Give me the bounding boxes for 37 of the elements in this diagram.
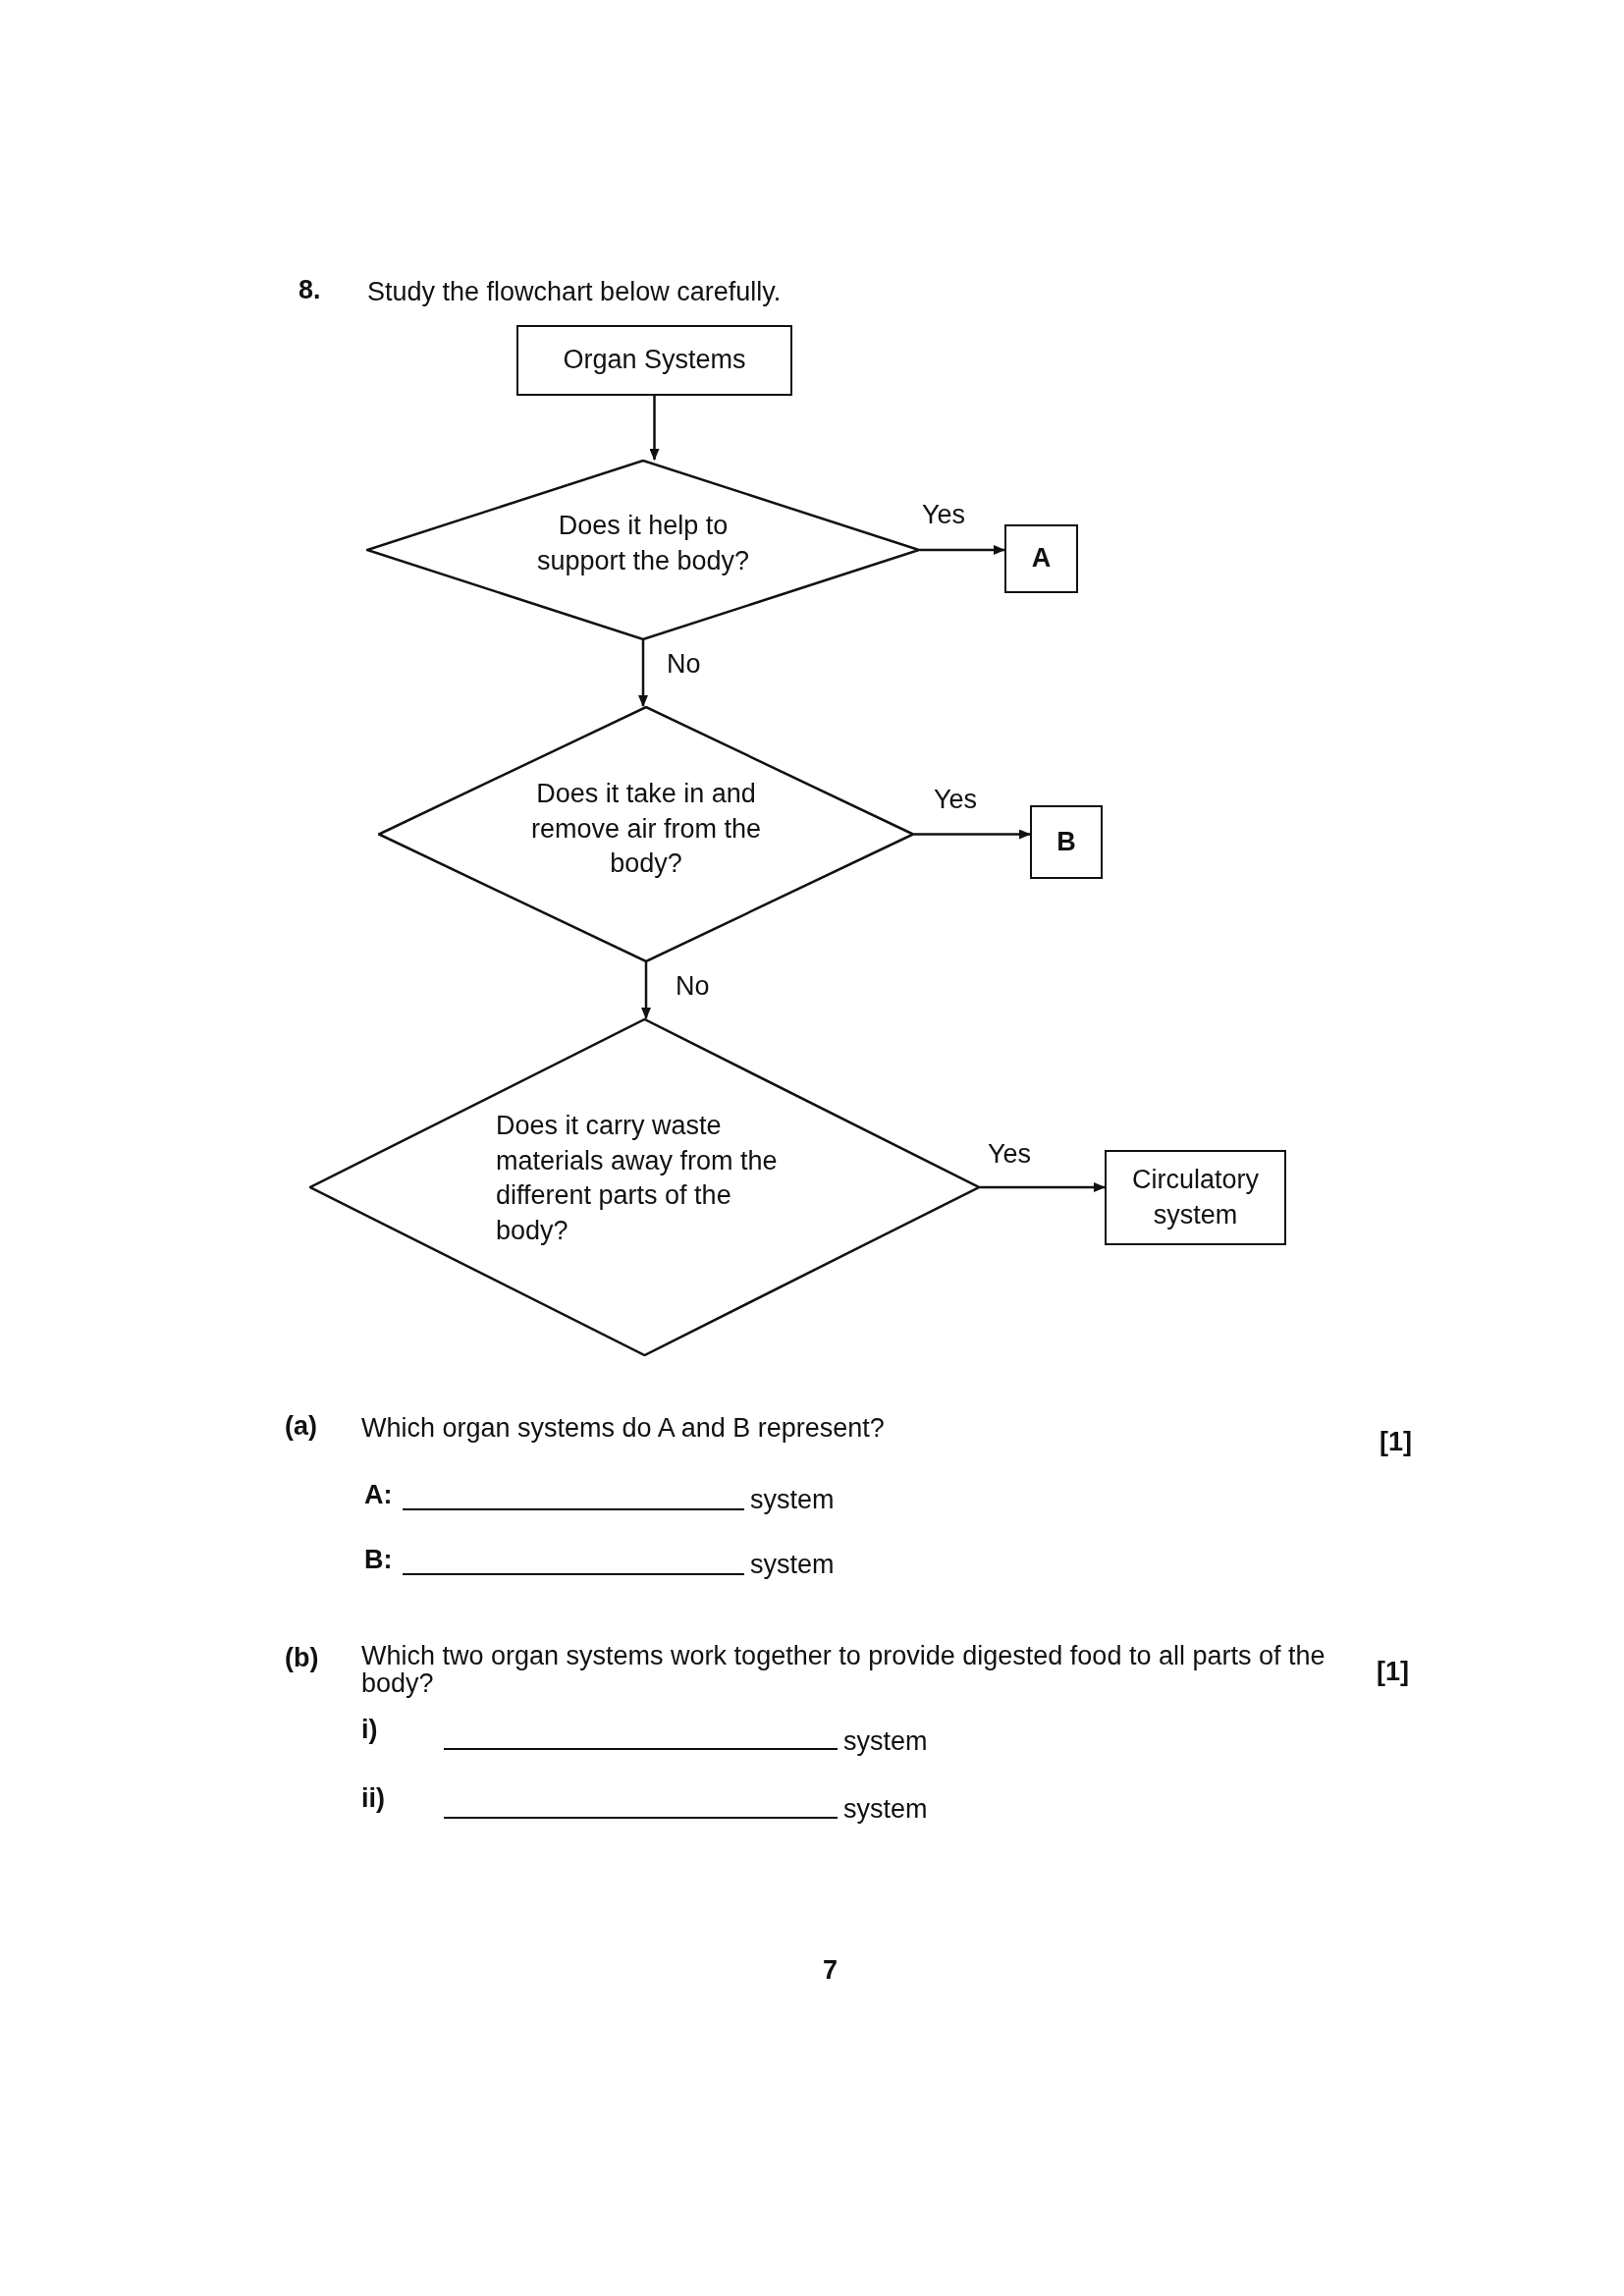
process-box <box>1030 805 1103 879</box>
sub-question-label: ii) <box>361 1782 385 1815</box>
arrow <box>920 545 1005 555</box>
answer-label: B: <box>364 1544 393 1576</box>
page-number: 7 <box>823 1954 839 1987</box>
arrow <box>914 829 1031 840</box>
arrow <box>641 962 651 1019</box>
process-box <box>516 325 792 396</box>
answer-suffix: system <box>843 1793 928 1826</box>
answer-suffix: system <box>843 1725 928 1758</box>
answer-label: A: <box>364 1479 393 1511</box>
mark-allocation: [1] <box>1380 1426 1412 1458</box>
mark-allocation: [1] <box>1377 1656 1409 1688</box>
part-label: (b) <box>285 1642 319 1674</box>
question-text: Does it carry waste materials away from the different parts of the body? <box>496 1110 779 1247</box>
question-text: Which two organ systems work together to provide digested food to all parts of the body? <box>361 1642 1326 1698</box>
arrow <box>980 1182 1106 1192</box>
decision-diamond <box>366 460 920 640</box>
decision-diamond <box>378 706 914 962</box>
sub-question-label: i) <box>361 1714 378 1746</box>
instruction-text: Study the flowchart below carefully. <box>367 276 782 308</box>
arrow <box>638 640 648 707</box>
answer-suffix: system <box>750 1549 835 1581</box>
question-text: Which organ systems do A and B represent? <box>361 1412 885 1445</box>
box-label: Circulatory system <box>1131 1164 1260 1231</box>
box-label: Organ Systems <box>563 344 746 377</box>
part-label: (a) <box>285 1410 317 1443</box>
process-box <box>1105 1150 1286 1245</box>
box-label: B <box>1056 825 1076 858</box>
decision-diamond <box>309 1018 980 1356</box>
box-label: A <box>1031 542 1052 575</box>
answer-suffix: system <box>750 1484 835 1516</box>
question-text: Does it help to support the body? <box>535 510 751 577</box>
question-text: Does it take in and remove air from the body? <box>529 778 763 881</box>
arrow <box>649 396 660 461</box>
process-box <box>1004 524 1078 593</box>
question-number: 8. <box>298 274 321 306</box>
